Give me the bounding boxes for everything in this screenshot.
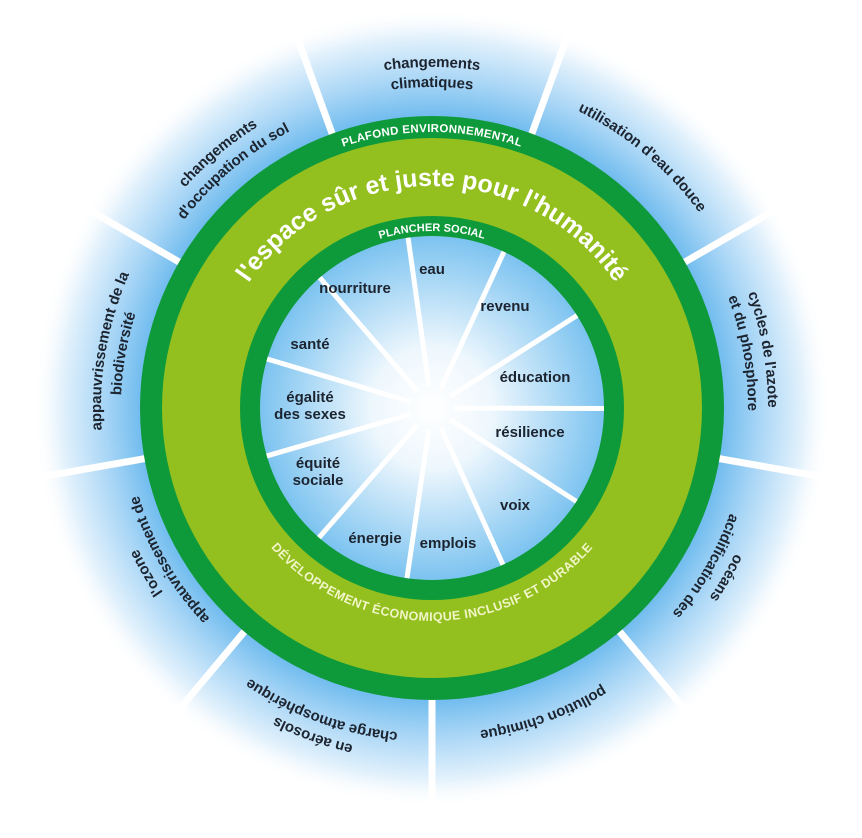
social-foundation-label: voix — [500, 497, 531, 514]
social-foundation-label: santé — [290, 336, 329, 353]
social-foundation-label: énergie — [348, 530, 401, 547]
social-foundation-label: nourriture — [319, 280, 391, 297]
social-foundation-label: eau — [419, 261, 445, 278]
environmental-label-line: climatiques — [390, 74, 474, 94]
social-foundation-label: emplois — [420, 535, 477, 552]
social-foundation-label: revenu — [480, 298, 529, 315]
social-foundation-label: résilience — [495, 424, 564, 441]
social-foundation-label: éducation — [500, 369, 571, 386]
